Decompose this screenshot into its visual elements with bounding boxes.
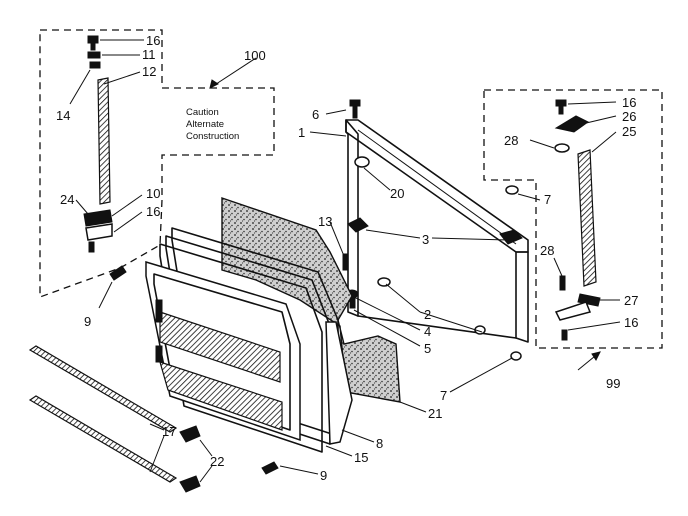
screw-part-16-bottom-right bbox=[561, 329, 568, 341]
screw-part-13 bbox=[342, 253, 349, 271]
screw-part-5 bbox=[349, 297, 356, 309]
label-27: 27 bbox=[624, 293, 638, 308]
label-16: 16 bbox=[624, 315, 638, 330]
washer-part-28-top bbox=[554, 143, 570, 153]
label-3: 3 bbox=[422, 232, 429, 247]
trim-strip-lower bbox=[28, 395, 178, 483]
label-26: 26 bbox=[622, 109, 636, 124]
left-hinge-group bbox=[39, 29, 275, 309]
screw-part-16-top-left bbox=[87, 35, 99, 51]
liner-post-lower bbox=[155, 345, 163, 363]
bracket-part-3-left bbox=[347, 217, 369, 233]
label-25: 25 bbox=[622, 124, 636, 139]
label-15: 15 bbox=[354, 450, 368, 465]
bushing-part-14 bbox=[89, 61, 101, 69]
bracket-part-3-right bbox=[499, 229, 523, 245]
label-14: 14 bbox=[56, 108, 70, 123]
label-22: 22 bbox=[210, 454, 224, 469]
trim-strips-part-17 bbox=[28, 345, 178, 483]
bumper-part-20 bbox=[354, 156, 370, 168]
door-frame-part-1 bbox=[309, 99, 541, 393]
label-24: 24 bbox=[60, 192, 74, 207]
label-7: 7 bbox=[544, 192, 551, 207]
label-21: 21 bbox=[428, 406, 442, 421]
trim-strip-part-25 bbox=[577, 149, 597, 287]
label-10: 10 bbox=[146, 186, 160, 201]
label-17: 17 bbox=[162, 424, 176, 439]
pin-part-28-bottom bbox=[559, 275, 566, 291]
callout-labels: 16 11 12 14 100 24 10 16 9 6 1 20 13 3 2… bbox=[56, 33, 638, 483]
label-28: 28 bbox=[504, 133, 518, 148]
trim-strip-upper bbox=[28, 345, 178, 433]
right-group-outline bbox=[483, 89, 663, 349]
label-16: 16 bbox=[146, 33, 160, 48]
label-28: 28 bbox=[540, 243, 554, 258]
hinge-part-26 bbox=[554, 115, 589, 133]
label-20: 20 bbox=[390, 186, 404, 201]
alternate-construction-outline bbox=[39, 29, 275, 298]
trim-strip-part-12 bbox=[97, 77, 111, 205]
end-cap-lower bbox=[179, 475, 201, 493]
label-13: 13 bbox=[318, 214, 332, 229]
label-5: 5 bbox=[424, 341, 431, 356]
screw-part-6 bbox=[349, 99, 361, 119]
shelf-upper bbox=[159, 311, 281, 383]
label-9: 9 bbox=[320, 468, 327, 483]
label-16: 16 bbox=[146, 204, 160, 219]
label-12: 12 bbox=[142, 64, 156, 79]
spacer-part-2 bbox=[377, 277, 391, 287]
label-100: 100 bbox=[244, 48, 266, 63]
shelf-lower bbox=[159, 361, 283, 431]
label-9: 9 bbox=[84, 314, 91, 329]
screw-part-9-bottom bbox=[261, 461, 279, 475]
end-cap-upper bbox=[179, 425, 201, 443]
inner-door-liner bbox=[145, 260, 319, 475]
caution-caption: Caution Alternate Construction bbox=[186, 107, 239, 142]
door-gasket-stack bbox=[159, 227, 375, 457]
label-8: 8 bbox=[376, 436, 383, 451]
hinge-plate bbox=[554, 301, 592, 321]
label-7: 7 bbox=[440, 388, 447, 403]
hinge-pin-part-11 bbox=[87, 51, 101, 59]
stop-part-7-top bbox=[505, 185, 519, 195]
caption-line-2: Alternate bbox=[186, 119, 224, 130]
hinge-part-10 bbox=[83, 209, 113, 253]
right-hinge-group bbox=[483, 89, 663, 371]
label-2: 2 bbox=[424, 307, 431, 322]
caption-line-3: Construction bbox=[186, 131, 239, 142]
label-6: 6 bbox=[312, 107, 319, 122]
label-11: 11 bbox=[142, 47, 156, 62]
screw-part-16-top-right bbox=[555, 99, 567, 115]
liner-post-upper bbox=[155, 299, 163, 323]
screw-part-9-left bbox=[109, 265, 127, 281]
label-99: 99 bbox=[606, 376, 620, 391]
label-4: 4 bbox=[424, 324, 431, 339]
end-caps-part-22 bbox=[179, 425, 213, 493]
label-16: 16 bbox=[622, 95, 636, 110]
stop-part-7-bottom bbox=[510, 351, 522, 361]
label-1: 1 bbox=[298, 125, 305, 140]
caption-line-1: Caution bbox=[186, 107, 219, 118]
